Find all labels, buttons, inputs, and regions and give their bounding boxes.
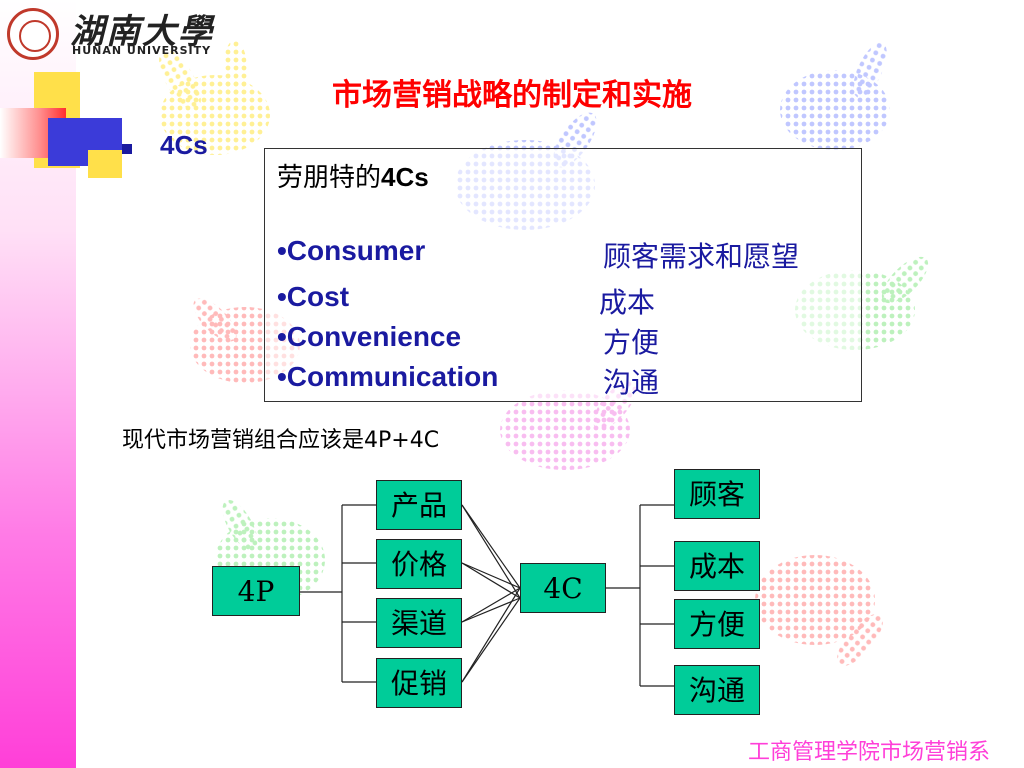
node-product: 产品 [376,480,462,530]
node-customer: 顾客 [674,469,760,519]
node-convenience: 方便 [674,599,760,649]
node-price: 价格 [376,539,462,589]
item-en: •Communication [277,361,499,392]
item-cn: 成本 [599,286,656,319]
box-title: 劳朋特的4Cs [277,157,429,194]
connector-line [461,597,521,623]
node-promotion: 促销 [376,658,462,708]
bullet-heading: 4Cs [160,130,208,160]
item-en: •Convenience [277,321,462,352]
university-name-cn: 湖南大學 [70,12,214,52]
item-cn: 顾客需求和愿望 [603,240,800,273]
connector-line [461,504,521,589]
four-cs-box: 劳朋特的4Cs •Consumer 顾客需求和愿望 •Cost 成本 •Conv… [264,148,862,402]
university-name-en: HUNAN UNIVERSITY [72,44,212,57]
connector-line [461,587,521,623]
box-title-prefix: 劳朋特的 [277,163,382,193]
decor-yellow-small-block [88,150,122,178]
connector-line [461,562,521,589]
node-communication: 沟通 [674,665,760,715]
node-place: 渠道 [376,598,462,648]
item-cn: 方便 [603,326,660,359]
connector-line [461,562,521,599]
node-cost: 成本 [674,541,760,591]
slide-title: 市场营销战略的制定和实施 [332,78,692,113]
university-seal-logo [7,8,59,60]
box-title-bold: 4Cs [381,162,429,192]
item-en: •Cost [277,281,350,312]
connector-line [461,504,521,599]
node-4p: 4P [212,566,300,616]
item-cn: 沟通 [603,366,660,399]
bullet-square-icon [122,144,132,154]
item-en: •Consumer [277,235,426,266]
footer-department: 工商管理学院市场营销系 [747,740,990,765]
connector-line [461,587,521,683]
node-4c: 4C [520,563,606,613]
subtitle-text: 现代市场营销组合应该是4P+4C [122,428,440,453]
connector-line [461,597,521,683]
